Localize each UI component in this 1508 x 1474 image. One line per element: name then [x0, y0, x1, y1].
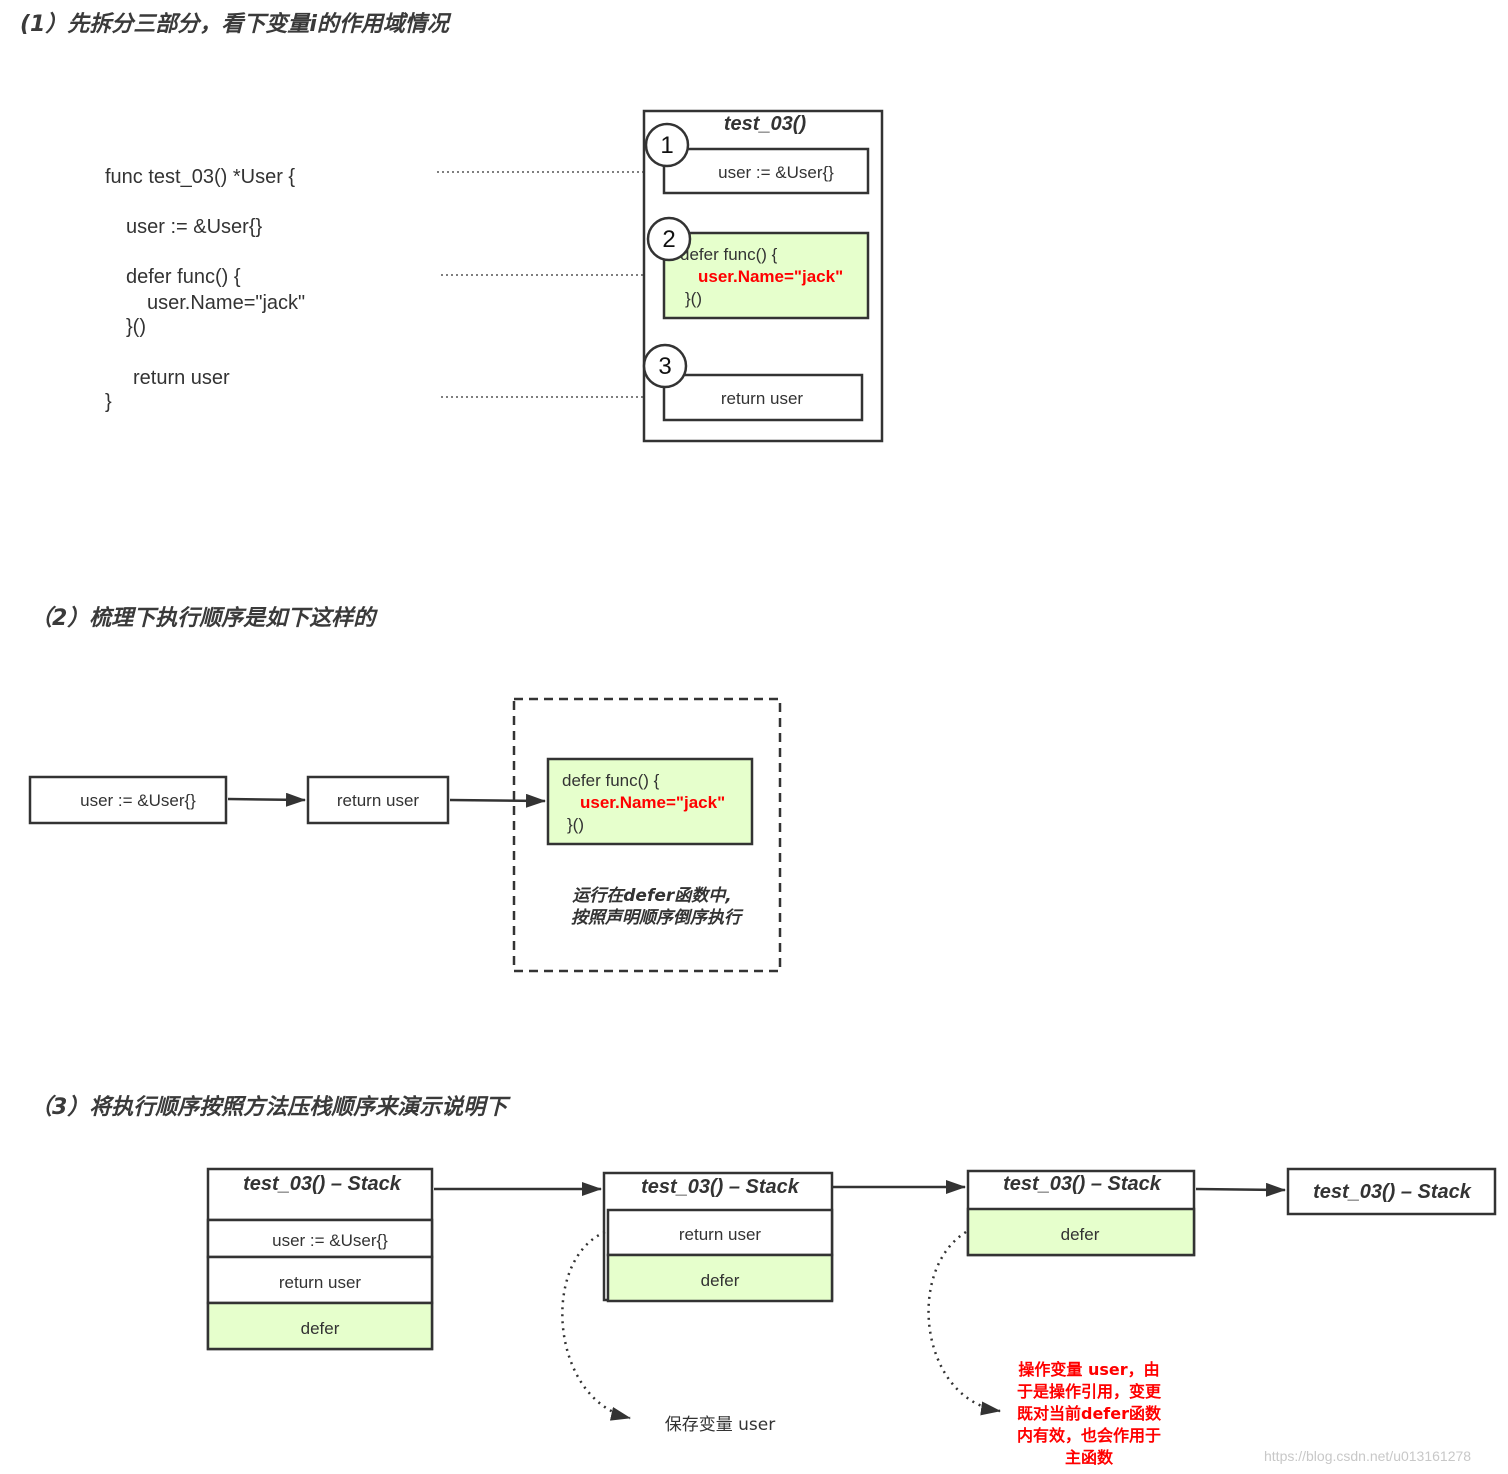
- section1-heading: (1）先拆分三部分，看下变量i的作用域情况: [20, 11, 452, 37]
- code-line-signature: func test_03() *User {: [105, 166, 295, 188]
- stack1-assign-cell: [206, 1218, 434, 1259]
- stack2-defer-label: defer: [701, 1271, 740, 1290]
- modify-note-line1: 操作变量 user，由: [1018, 1360, 1159, 1379]
- step-badge-2-number: 2: [662, 226, 675, 253]
- section2-heading: （2）梳理下执行顺序是如下这样的: [30, 605, 378, 631]
- scope-assign-box: [662, 147, 870, 195]
- watermark: https://blog.csdn.net/u013161278: [1264, 1448, 1471, 1464]
- stack2-return-label: return user: [679, 1225, 762, 1244]
- scope-container: test_03() user := &User{} defer func() {…: [642, 109, 884, 443]
- scope-defer-line2: user.Name="jack": [698, 267, 843, 286]
- stack-frame-2: test_03() – Stack return user defer: [602, 1171, 834, 1303]
- modify-var-curve-arrow: [927, 1230, 1001, 1416]
- save-var-curve-arrow: [561, 1230, 631, 1421]
- source-code-block: func test_03() *User { user := &User{} d…: [105, 166, 305, 413]
- code-line-return: return user: [133, 367, 230, 389]
- stack2-defer-cell: [606, 1253, 834, 1303]
- execution-flow: user := &User{} return user defer func()…: [28, 697, 782, 973]
- stack1-return-label: return user: [279, 1273, 362, 1292]
- scope-defer-line1: defer func() {: [680, 245, 778, 264]
- stack1-title: test_03() – Stack: [243, 1173, 402, 1195]
- stack1-defer-cell: [206, 1301, 434, 1351]
- section3-heading: （3）将执行顺序按照方法压栈顺序来演示说明下: [30, 1094, 511, 1120]
- stack1-return-cell: [206, 1255, 434, 1305]
- stack2-title: test_03() – Stack: [641, 1176, 800, 1198]
- step-badge-1-number: 1: [660, 132, 673, 159]
- defer-note-line2: 按照声明顺序倒序执行: [571, 908, 744, 928]
- scope-defer-box: [662, 231, 870, 320]
- dotted-connectors: [437, 167, 663, 402]
- stack-frame-4: test_03() – Stack: [1286, 1167, 1497, 1216]
- scope-title: test_03(): [724, 113, 807, 135]
- stack4-title: test_03() – Stack: [1313, 1181, 1472, 1203]
- stack3-defer-label: defer: [1061, 1225, 1100, 1244]
- modify-note-line5: 主函数: [1065, 1448, 1114, 1467]
- stack4-frame: [1286, 1167, 1497, 1216]
- stack-frame-3: test_03() – Stack defer: [966, 1169, 1196, 1257]
- flow-arrow-1: [227, 792, 306, 807]
- scope-assign-label: user := &User{}: [718, 163, 834, 182]
- stack-frame-1: test_03() – Stack user := &User{} return…: [206, 1167, 434, 1351]
- step-badge-3: [642, 343, 688, 389]
- stack1-defer-label: defer: [301, 1319, 340, 1338]
- modify-note-line4: 内有效，也会作用于: [1017, 1426, 1161, 1445]
- scope-defer-line3: }(): [685, 289, 702, 308]
- flow-defer-line3: }(): [567, 815, 584, 834]
- modify-note-line2: 于是操作引用，变更: [1017, 1382, 1162, 1401]
- stack2-return-cell: [606, 1208, 834, 1257]
- code-line-defer-body: user.Name="jack": [147, 292, 305, 314]
- flow-assign-label: user := &User{}: [80, 791, 196, 810]
- flow-arrow-2: [449, 793, 546, 808]
- modify-var-note: 操作变量 user，由 于是操作引用，变更 既对当前defer函数 内有效，也会…: [1017, 1360, 1162, 1467]
- flow-defer-line2: user.Name="jack": [580, 793, 725, 812]
- scope-return-label: return user: [721, 389, 804, 408]
- flow-defer-line1: defer func() {: [562, 771, 660, 790]
- stack-arrow-3: [1195, 1182, 1286, 1197]
- flow-return-label: return user: [337, 791, 420, 810]
- code-line-close-brace: }: [105, 391, 112, 413]
- stack3-defer-cell: [966, 1207, 1196, 1257]
- code-line-defer-close: }(): [126, 316, 146, 338]
- stack1-assign-label: user := &User{}: [272, 1231, 388, 1250]
- defer-note-line1: 运行在defer函数中,: [572, 886, 731, 906]
- scope-return-box: [662, 373, 864, 422]
- code-line-assign: user := &User{}: [126, 216, 263, 238]
- flow-assign-box: [28, 775, 228, 825]
- flow-defer-box: [546, 757, 754, 846]
- step-badge-2: [646, 216, 692, 262]
- modify-note-line3: 既对当前defer函数: [1017, 1404, 1162, 1423]
- step-badge-1: [644, 122, 690, 168]
- code-line-defer-open: defer func() {: [126, 266, 241, 288]
- save-var-note: 保存变量 user: [665, 1415, 775, 1435]
- flow-return-box: [306, 775, 450, 825]
- step-badge-3-number: 3: [658, 353, 671, 380]
- stack3-title: test_03() – Stack: [1003, 1173, 1162, 1195]
